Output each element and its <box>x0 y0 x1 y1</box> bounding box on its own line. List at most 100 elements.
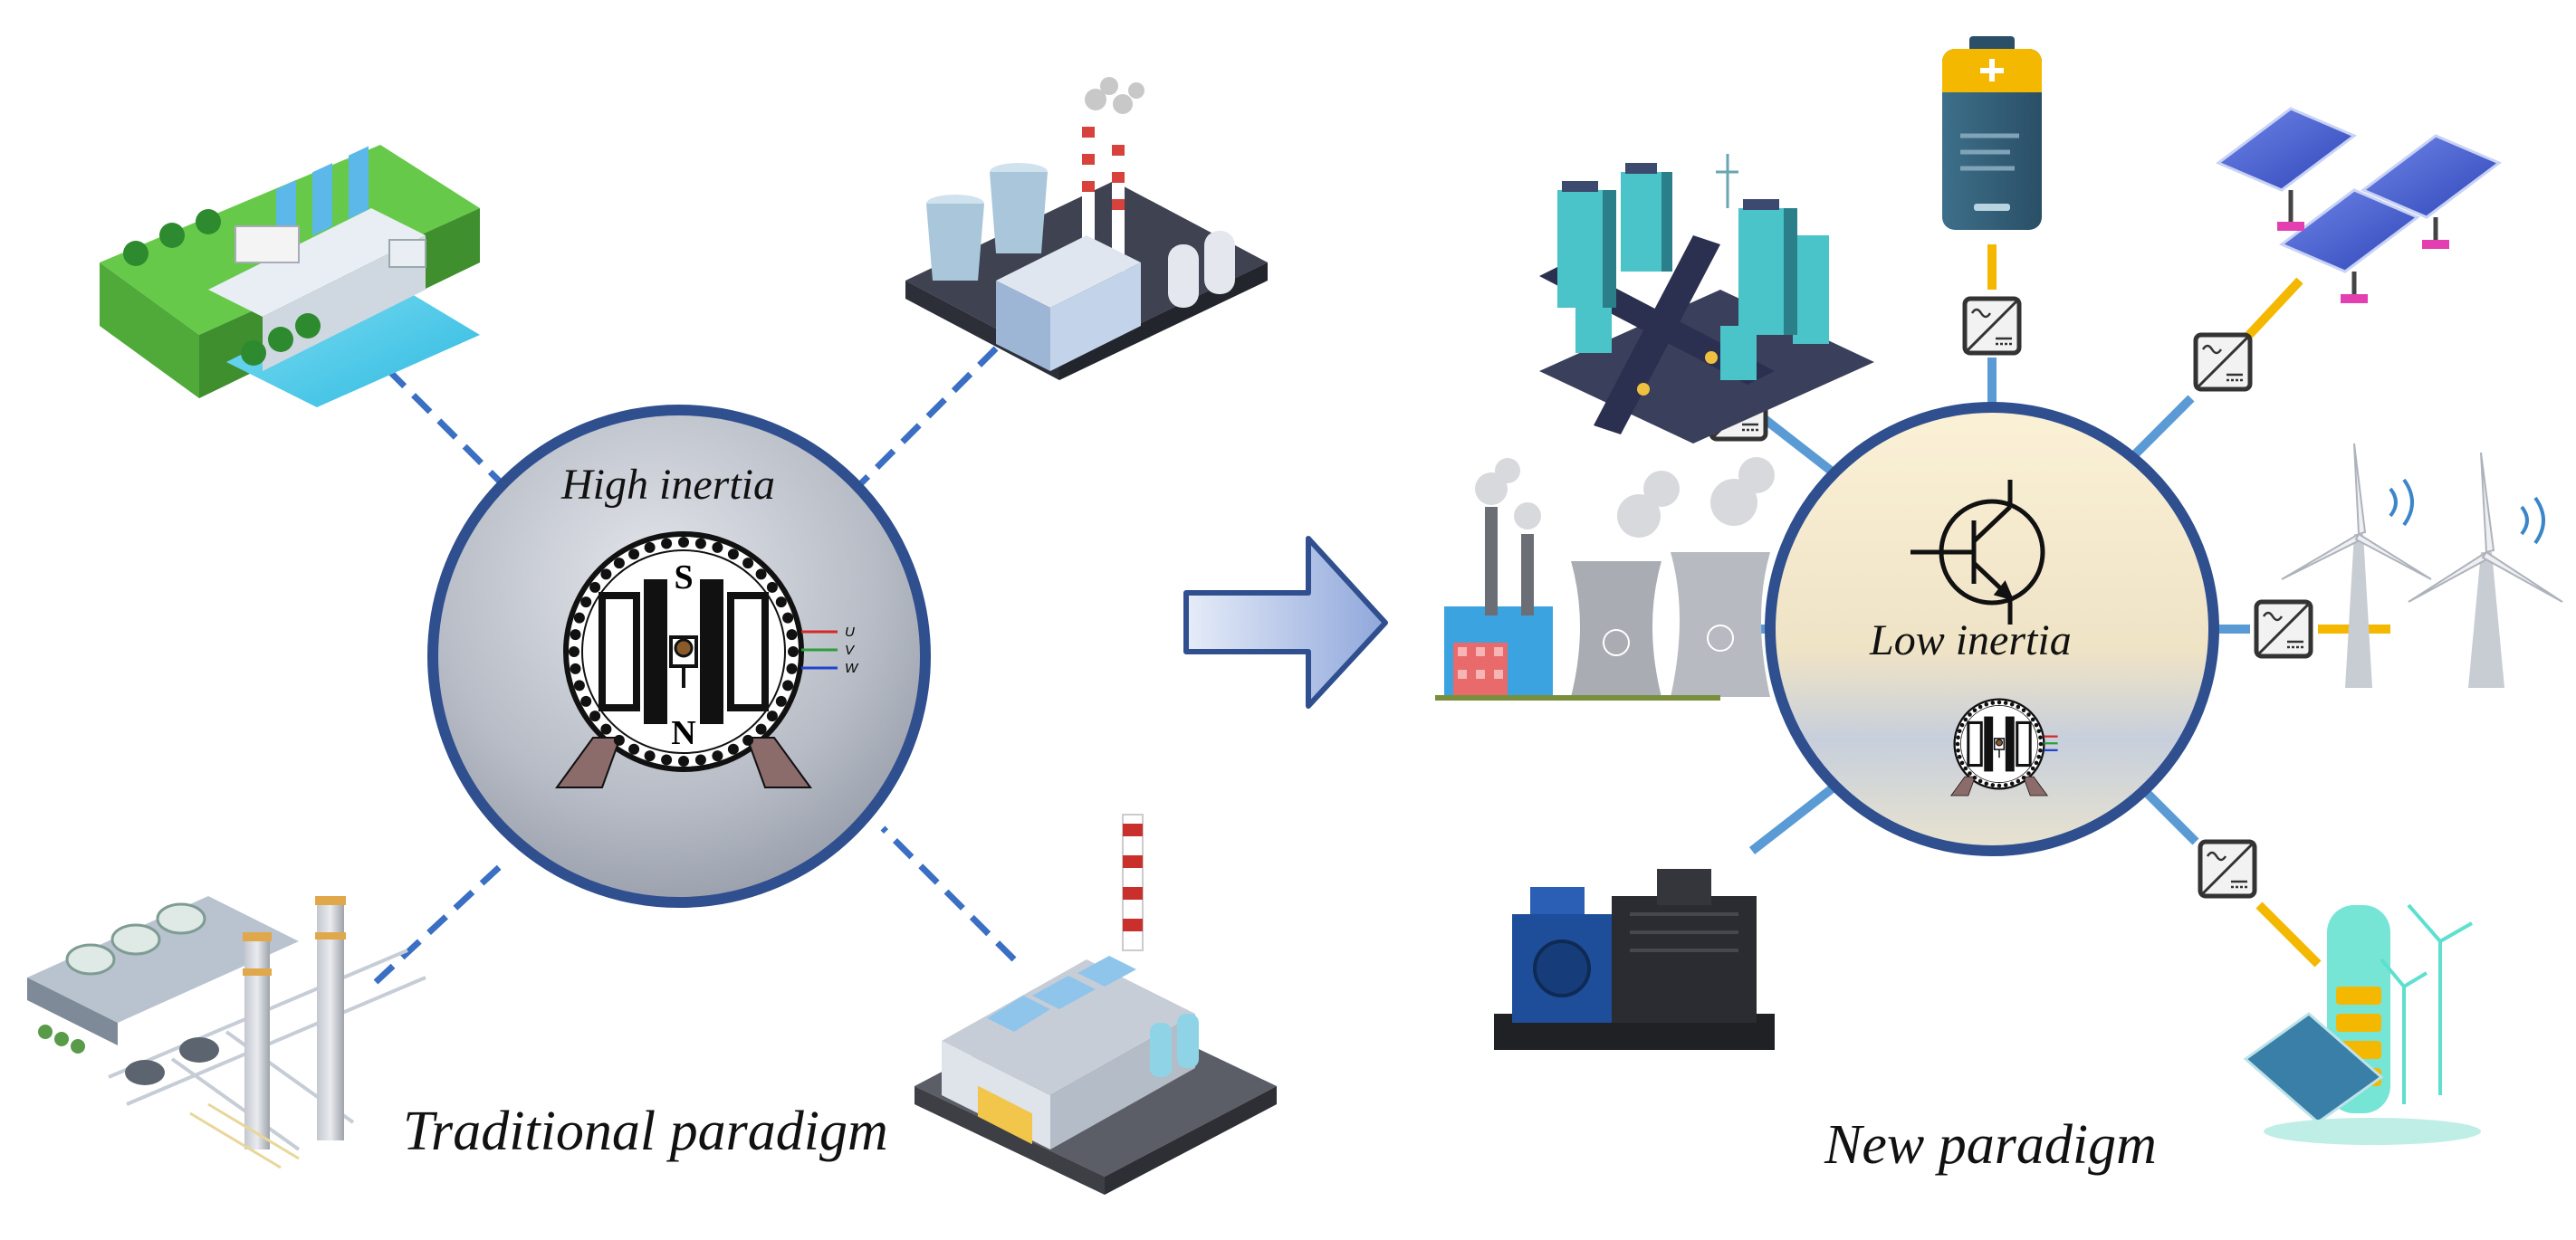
phase-w-label: W <box>845 661 859 676</box>
winding-dot <box>1997 700 2002 705</box>
winding-dot <box>1977 778 1983 784</box>
winding-dot <box>1956 748 1960 753</box>
link-thermal <box>853 346 999 491</box>
link-hybrid-dc <box>2255 901 2322 968</box>
winding-dot <box>2026 712 2031 717</box>
winding-dot <box>678 756 689 767</box>
link-substation <box>373 857 510 985</box>
winding-dot <box>766 711 778 722</box>
winding-dot <box>2003 701 2008 705</box>
link-genset-ac <box>1748 784 1837 854</box>
winding-dot <box>1984 781 1989 787</box>
winding-dot <box>573 680 585 692</box>
winding-dot <box>775 695 787 707</box>
winding-dot <box>600 568 612 580</box>
winding-dot <box>2021 775 2026 780</box>
winding-dot <box>2030 766 2035 771</box>
winding-dot <box>1955 741 1960 747</box>
link-hydro <box>359 341 505 487</box>
low-inertia-circle <box>1765 402 2219 856</box>
low-inertia-hub <box>1765 402 2219 856</box>
winding-dot <box>2016 704 2021 710</box>
hybrid-storage-icon <box>2243 903 2481 1145</box>
winding-dot <box>2016 778 2021 784</box>
thermal-plant-icon <box>905 77 1268 380</box>
winding-dot <box>786 663 798 674</box>
winding-dot <box>1984 701 1989 707</box>
winding-dot <box>694 538 706 549</box>
winding-dot <box>589 711 601 722</box>
winding-dot <box>766 581 778 593</box>
winding-dot <box>600 723 612 735</box>
winding-dot <box>2034 760 2039 766</box>
small-generator-icon <box>1949 698 2058 797</box>
wind-turbines-icon <box>2281 443 2563 688</box>
synchronous-generator-icon: S N U V W <box>557 534 859 787</box>
winding-dot <box>661 754 673 766</box>
high-inertia-label: High inertia <box>561 461 775 509</box>
winding-dot <box>1990 701 1996 705</box>
winding-dot <box>678 537 689 548</box>
winding-dot <box>2036 729 2042 734</box>
winding-dot <box>573 612 585 624</box>
transistor-icon <box>1910 480 2045 625</box>
winding-dot <box>644 541 656 553</box>
winding-dot <box>1957 729 1962 734</box>
traditional-links <box>359 341 1017 985</box>
winding-dot <box>570 629 581 641</box>
winding-dot <box>1972 775 1977 780</box>
transition-arrow <box>1183 536 1388 709</box>
winding-dot <box>1963 717 1968 722</box>
converter-battery-icon <box>1965 299 2019 353</box>
phase-v-label: V <box>845 643 856 658</box>
winding-dot <box>1968 771 1972 776</box>
winding-dot <box>782 612 794 624</box>
winding-dot <box>755 568 767 580</box>
high-inertia-hub: S N U V W <box>427 405 931 908</box>
winding-dot <box>569 646 579 657</box>
link-factory <box>880 825 1017 962</box>
winding-dot <box>2021 708 2026 713</box>
winding-dot <box>589 581 601 593</box>
winding-dot <box>2038 735 2043 740</box>
winding-dot <box>2036 754 2042 759</box>
winding-dot <box>2038 741 2044 747</box>
link-city-ac <box>1757 413 1846 483</box>
winding-dot <box>1968 712 1972 717</box>
pole-south-label: S <box>674 558 693 596</box>
battery-icon <box>1942 36 2042 230</box>
solar-panels-icon <box>2216 107 2502 303</box>
winding-dot <box>727 548 739 560</box>
winding-dot <box>2003 783 2008 787</box>
winding-dot <box>580 695 592 707</box>
winding-dot <box>2026 771 2031 776</box>
factory-icon <box>915 814 1277 1195</box>
winding-dot <box>694 754 706 766</box>
winding-dot <box>613 558 625 569</box>
power-plant-icon <box>1435 457 1775 701</box>
winding-dot <box>2034 722 2039 728</box>
pole-north-label: N <box>671 714 695 752</box>
winding-dot <box>712 541 723 553</box>
winding-dot <box>644 750 656 762</box>
winding-dot <box>788 646 799 657</box>
winding-dot <box>1963 766 1968 771</box>
winding-dot <box>1990 783 1996 787</box>
winding-dot <box>1956 735 1960 740</box>
converter-wind-icon <box>2256 602 2311 656</box>
winding-dot <box>661 538 673 549</box>
winding-dot <box>1972 708 1977 713</box>
winding-dot <box>755 723 767 735</box>
hydro-dam-icon <box>100 145 480 407</box>
phase-u-label: U <box>845 625 855 640</box>
winding-dot <box>2009 781 2015 787</box>
winding-dot <box>786 629 798 641</box>
low-inertia-label: Low inertia <box>1870 616 2072 664</box>
converter-hybrid-icon <box>2200 842 2255 896</box>
winding-dot <box>628 548 640 560</box>
winding-dot <box>1977 704 1983 710</box>
winding-dot <box>2030 717 2035 722</box>
winding-dot <box>727 743 739 755</box>
winding-dot <box>1957 754 1962 759</box>
winding-dot <box>628 743 640 755</box>
